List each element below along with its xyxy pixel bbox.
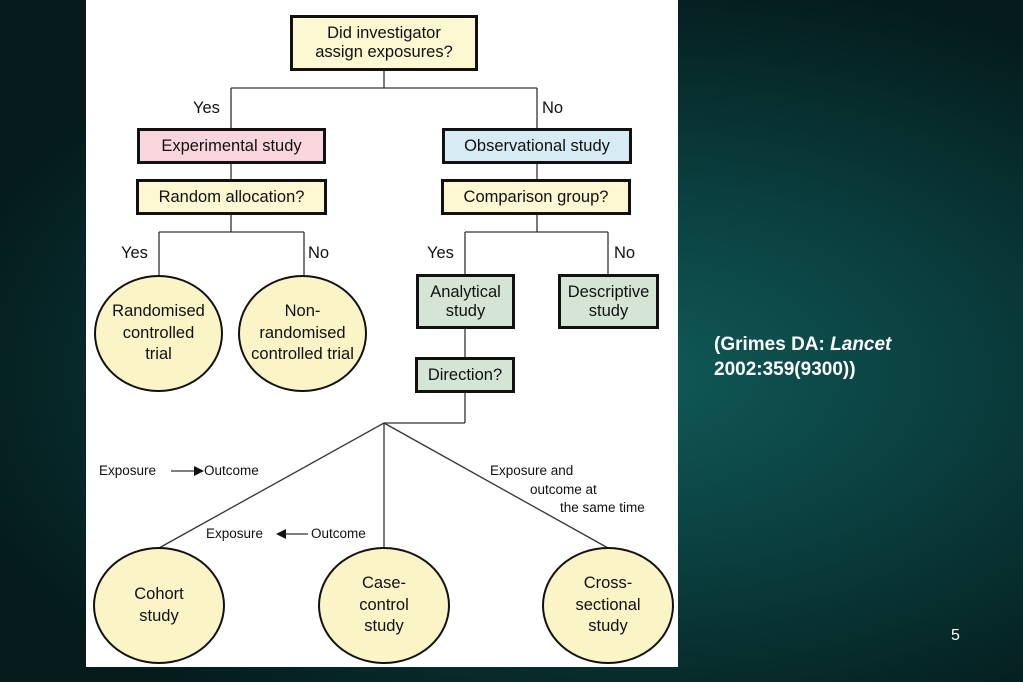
- case-control-study-circle: Case-control study: [318, 547, 450, 664]
- random-allocation-box: Random allocation?: [136, 179, 327, 215]
- observational-study-box: Observational study: [442, 128, 632, 164]
- outcome-label-forward: Outcome: [204, 463, 259, 478]
- no-label-top: No: [542, 99, 564, 117]
- cross-sectional-study-circle: Cross-sectional study: [542, 547, 674, 664]
- analytical-study-box: Analytical study: [416, 274, 515, 329]
- flowchart-figure: Did investigator assign exposures? Yes N…: [86, 0, 678, 667]
- descriptive-study-box: Descriptive study: [558, 274, 659, 329]
- yes-label-comparison: Yes: [427, 244, 454, 262]
- citation: (Grimes DA: Lancet 2002:359(9300)): [714, 333, 891, 382]
- arrow-right-icon: [194, 466, 204, 476]
- same-time-line3: the same time: [560, 500, 645, 515]
- root-question-box: Did investigator assign exposures?: [290, 15, 478, 71]
- no-label-comparison: No: [614, 244, 636, 262]
- comparison-group-box: Comparison group?: [441, 179, 631, 215]
- citation-ref: 2002:359(9300)): [714, 358, 856, 380]
- same-time-line1: Exposure and: [490, 463, 574, 478]
- citation-prefix: (Grimes DA:: [714, 334, 831, 355]
- rct-circle: Randomised controlled trial: [94, 275, 223, 392]
- citation-journal: Lancet: [830, 334, 892, 355]
- yes-label-random: Yes: [121, 244, 148, 262]
- cohort-study-circle: Cohort study: [93, 547, 225, 664]
- same-time-line2: outcome at: [530, 482, 597, 497]
- slide-number: 5: [951, 627, 960, 644]
- outcome-label-backward: Outcome: [311, 526, 366, 541]
- exposure-label-backward: Exposure: [206, 526, 264, 541]
- exposure-label-forward: Exposure: [99, 463, 157, 478]
- non-rct-circle: Non-randomised controlled trial: [238, 275, 367, 392]
- experimental-study-box: Experimental study: [137, 128, 326, 164]
- connector-lines: [158, 70, 609, 549]
- yes-label-top: Yes: [193, 99, 220, 117]
- arrow-left-icon: [276, 529, 286, 539]
- no-label-random: No: [308, 244, 330, 262]
- direction-box: Direction?: [415, 357, 515, 393]
